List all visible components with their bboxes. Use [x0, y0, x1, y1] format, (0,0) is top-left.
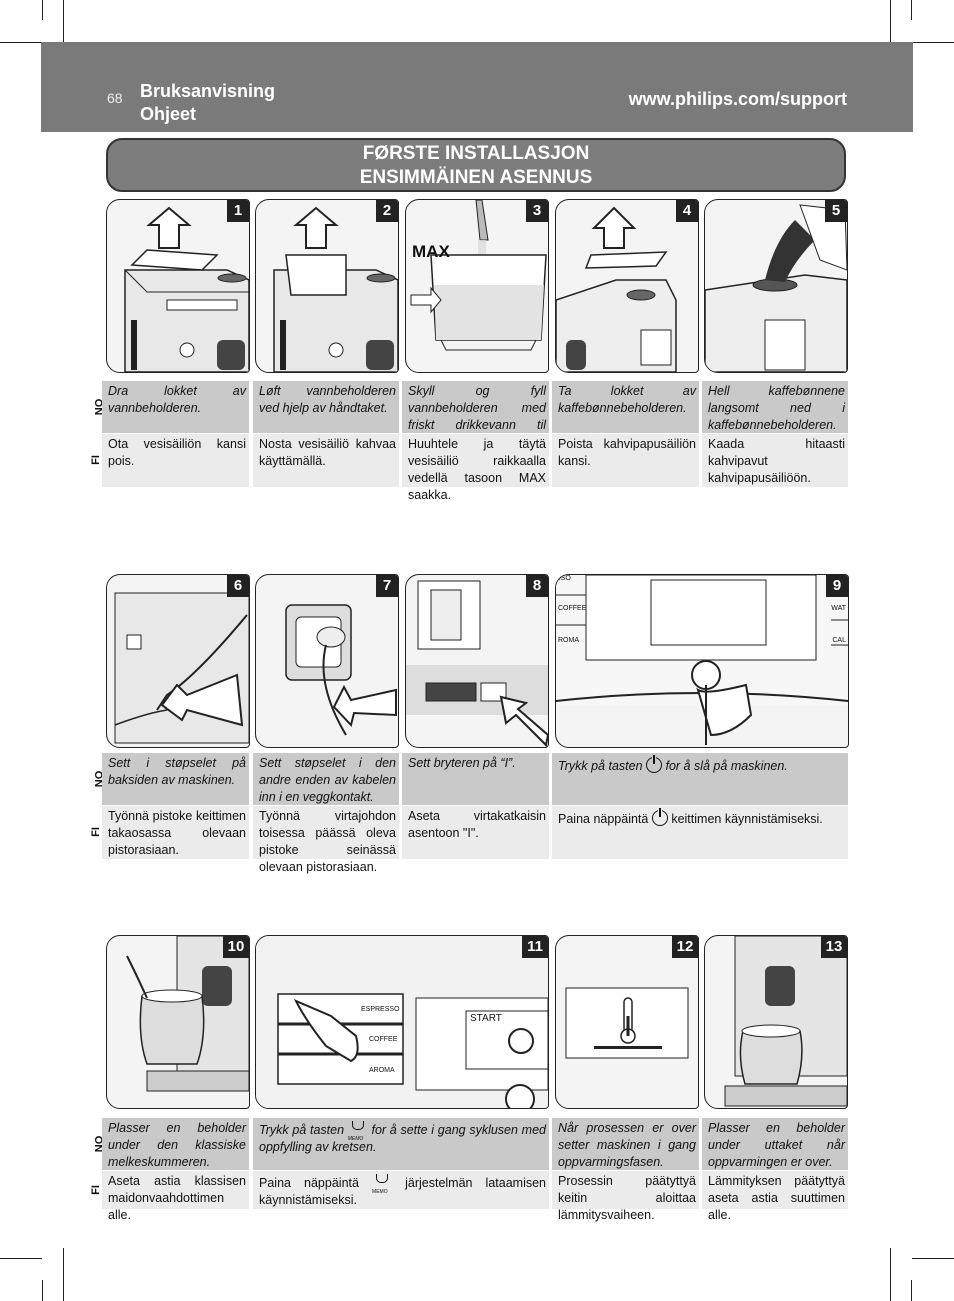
- memo-cup-icon: MEMO: [372, 1174, 392, 1195]
- step-number: 8: [526, 575, 548, 597]
- instruction-no: Sett i støpselet på baksiden av maskinen…: [102, 753, 249, 805]
- crop-mark: [912, 42, 954, 43]
- instruction-no: Dra lokket av vannbeholderen.: [102, 381, 249, 433]
- crop-mark: [0, 42, 42, 43]
- instruction-no: Ta lokket av kaffebønnebeholderen.: [552, 381, 699, 433]
- instruction-fi: Poista kahvipapusäiliön kansi.: [552, 434, 699, 487]
- step-number: 6: [227, 575, 249, 597]
- step-number: 4: [676, 200, 698, 222]
- illustration-step-12: 12: [555, 935, 699, 1109]
- power-switch-illustration: [406, 580, 548, 747]
- crop-mark: [890, 1248, 891, 1301]
- button-label: ESPRESSO: [361, 1006, 400, 1013]
- instruction-fi: Aseta astia klassisen maidonvaahdottimen…: [102, 1171, 249, 1222]
- jug-under-spout-illustration: [724, 936, 847, 1107]
- crop-mark: [911, 0, 912, 20]
- crop-mark: [890, 0, 891, 42]
- instruction-fi: Huuhtele ja täytä vesisäiliö raikkaalla …: [402, 434, 549, 502]
- button-label: WAT: [831, 605, 846, 612]
- bean-lid-removal-illustration: [556, 206, 677, 372]
- display-text: START: [470, 1013, 502, 1024]
- illustration-step-1: 1: [106, 199, 250, 373]
- instruction-fi: Prosessin päätyttyä keitin aloittaa lämm…: [552, 1171, 699, 1222]
- illustration-step-7: 7: [255, 574, 399, 748]
- crop-mark: [42, 0, 43, 20]
- illustration-step-9: SSO COFFEE ROMA WAT CAL 9: [555, 574, 849, 748]
- plug-machine-illustration: [114, 592, 249, 744]
- power-icon: [646, 755, 663, 773]
- step-number: 11: [522, 936, 548, 958]
- heating-thermometer-illustration: [565, 987, 689, 1059]
- illustration-step-8: 8: [405, 574, 549, 748]
- instruction-fi: Kaada hitaasti kahvipavut kahvipapusäili…: [702, 434, 848, 487]
- crop-mark: [42, 1280, 43, 1301]
- page-header: 68 Bruksanvisning Ohjeet www.philips.com…: [41, 42, 913, 132]
- instruction-no: Sett støpselet i den andre enden av kabe…: [253, 753, 399, 805]
- power-icon: [651, 808, 668, 826]
- instruction-no: Hell kaffebønnene langsomt ned i kaffebø…: [702, 381, 848, 433]
- illustration-step-3: MAX 3: [405, 199, 549, 373]
- button-label: SSO: [556, 575, 571, 582]
- crop-mark: [63, 1248, 64, 1301]
- illustration-step-6: 6: [106, 574, 250, 748]
- instruction-no: Trykk på tasten for å slå på maskinen.: [552, 753, 848, 805]
- step-number: 10: [223, 936, 249, 958]
- button-label: AROMA: [369, 1067, 395, 1074]
- instruction-no: Når prosessen er over setter maskinen i …: [552, 1118, 699, 1170]
- crop-mark: [0, 1258, 42, 1259]
- instruction-fi: Paina näppäintä keittimen käynnistämisek…: [552, 806, 848, 859]
- lid-removal-illustration: [124, 206, 249, 372]
- instruction-no: Skyll og fyll vannbeholderen med friskt …: [402, 381, 549, 449]
- step-number: 5: [825, 200, 847, 222]
- step-number: 3: [526, 200, 548, 222]
- max-label: MAX: [412, 242, 450, 261]
- milk-jug-under-frother-illustration: [126, 936, 249, 1092]
- power-button-illustration: [556, 575, 848, 745]
- instruction-fi: Aseta virtakatkaisin asentoon "I".: [402, 806, 549, 859]
- instruction-no: Sett bryteren på “I”.: [402, 753, 549, 805]
- button-label: COFFEE: [369, 1036, 398, 1043]
- instruction-no: Plasser en beholder under uttaket når op…: [702, 1118, 848, 1170]
- fill-tank-illustration: [410, 200, 547, 351]
- illustration-step-2: 2: [255, 199, 399, 373]
- illustration-step-10: 10: [106, 935, 250, 1109]
- wall-socket-illustration: [285, 604, 397, 736]
- illustration-step-11: ESPRESSO COFFEE AROMA START 11: [255, 935, 549, 1109]
- illustration-step-5: 5: [704, 199, 848, 373]
- instruction-fi: Lämmityksen päätyttyä aseta astia suutti…: [702, 1171, 848, 1222]
- step-number: 1: [227, 200, 249, 222]
- button-label: COFFEE: [558, 605, 587, 612]
- button-label: CAL: [832, 637, 846, 644]
- step-number: 7: [376, 575, 398, 597]
- instruction-fi: Ota vesisäiliön kansi pois.: [102, 434, 249, 487]
- page-number: 68: [107, 90, 123, 106]
- section-title: FØRSTE INSTALLASJON ENSIMMÄINEN ASENNUS: [106, 138, 846, 192]
- memo-cup-icon: MEMO: [348, 1121, 368, 1142]
- step-number: 13: [821, 936, 847, 958]
- crop-mark: [911, 1280, 912, 1301]
- memo-button-illustration: [256, 936, 548, 1108]
- instruction-fi: Nosta vesisäiliö kahvaa käyttämällä.: [253, 434, 399, 487]
- crop-mark: [63, 0, 64, 42]
- button-label: ROMA: [558, 637, 579, 644]
- instruction-no: Trykk på tasten MEMO for å sette i gang …: [253, 1118, 549, 1170]
- water-tank-lift-illustration: [273, 206, 398, 372]
- step-number: 9: [826, 575, 848, 597]
- illustration-step-13: 13: [704, 935, 848, 1109]
- crop-mark: [912, 1258, 954, 1259]
- instruction-fi: Työnnä virtajohdon toisessa päässä oleva…: [253, 806, 399, 874]
- pour-beans-illustration: [705, 204, 847, 372]
- header-title: Bruksanvisning Ohjeet: [140, 81, 276, 124]
- instruction-fi: Paina näppäintä MEMO järjestelmän lataam…: [253, 1171, 549, 1209]
- support-link[interactable]: www.philips.com/support: [628, 89, 847, 109]
- instruction-no: Løft vannbeholderen ved hjelp av håndtak…: [253, 381, 399, 433]
- illustration-step-4: 4: [555, 199, 699, 373]
- step-number: 2: [376, 200, 398, 222]
- step-number: 12: [672, 936, 698, 958]
- instruction-no: Plasser en beholder under den klassiske …: [102, 1118, 249, 1170]
- instruction-fi: Työnnä pistoke keittimen takaosassa olev…: [102, 806, 249, 859]
